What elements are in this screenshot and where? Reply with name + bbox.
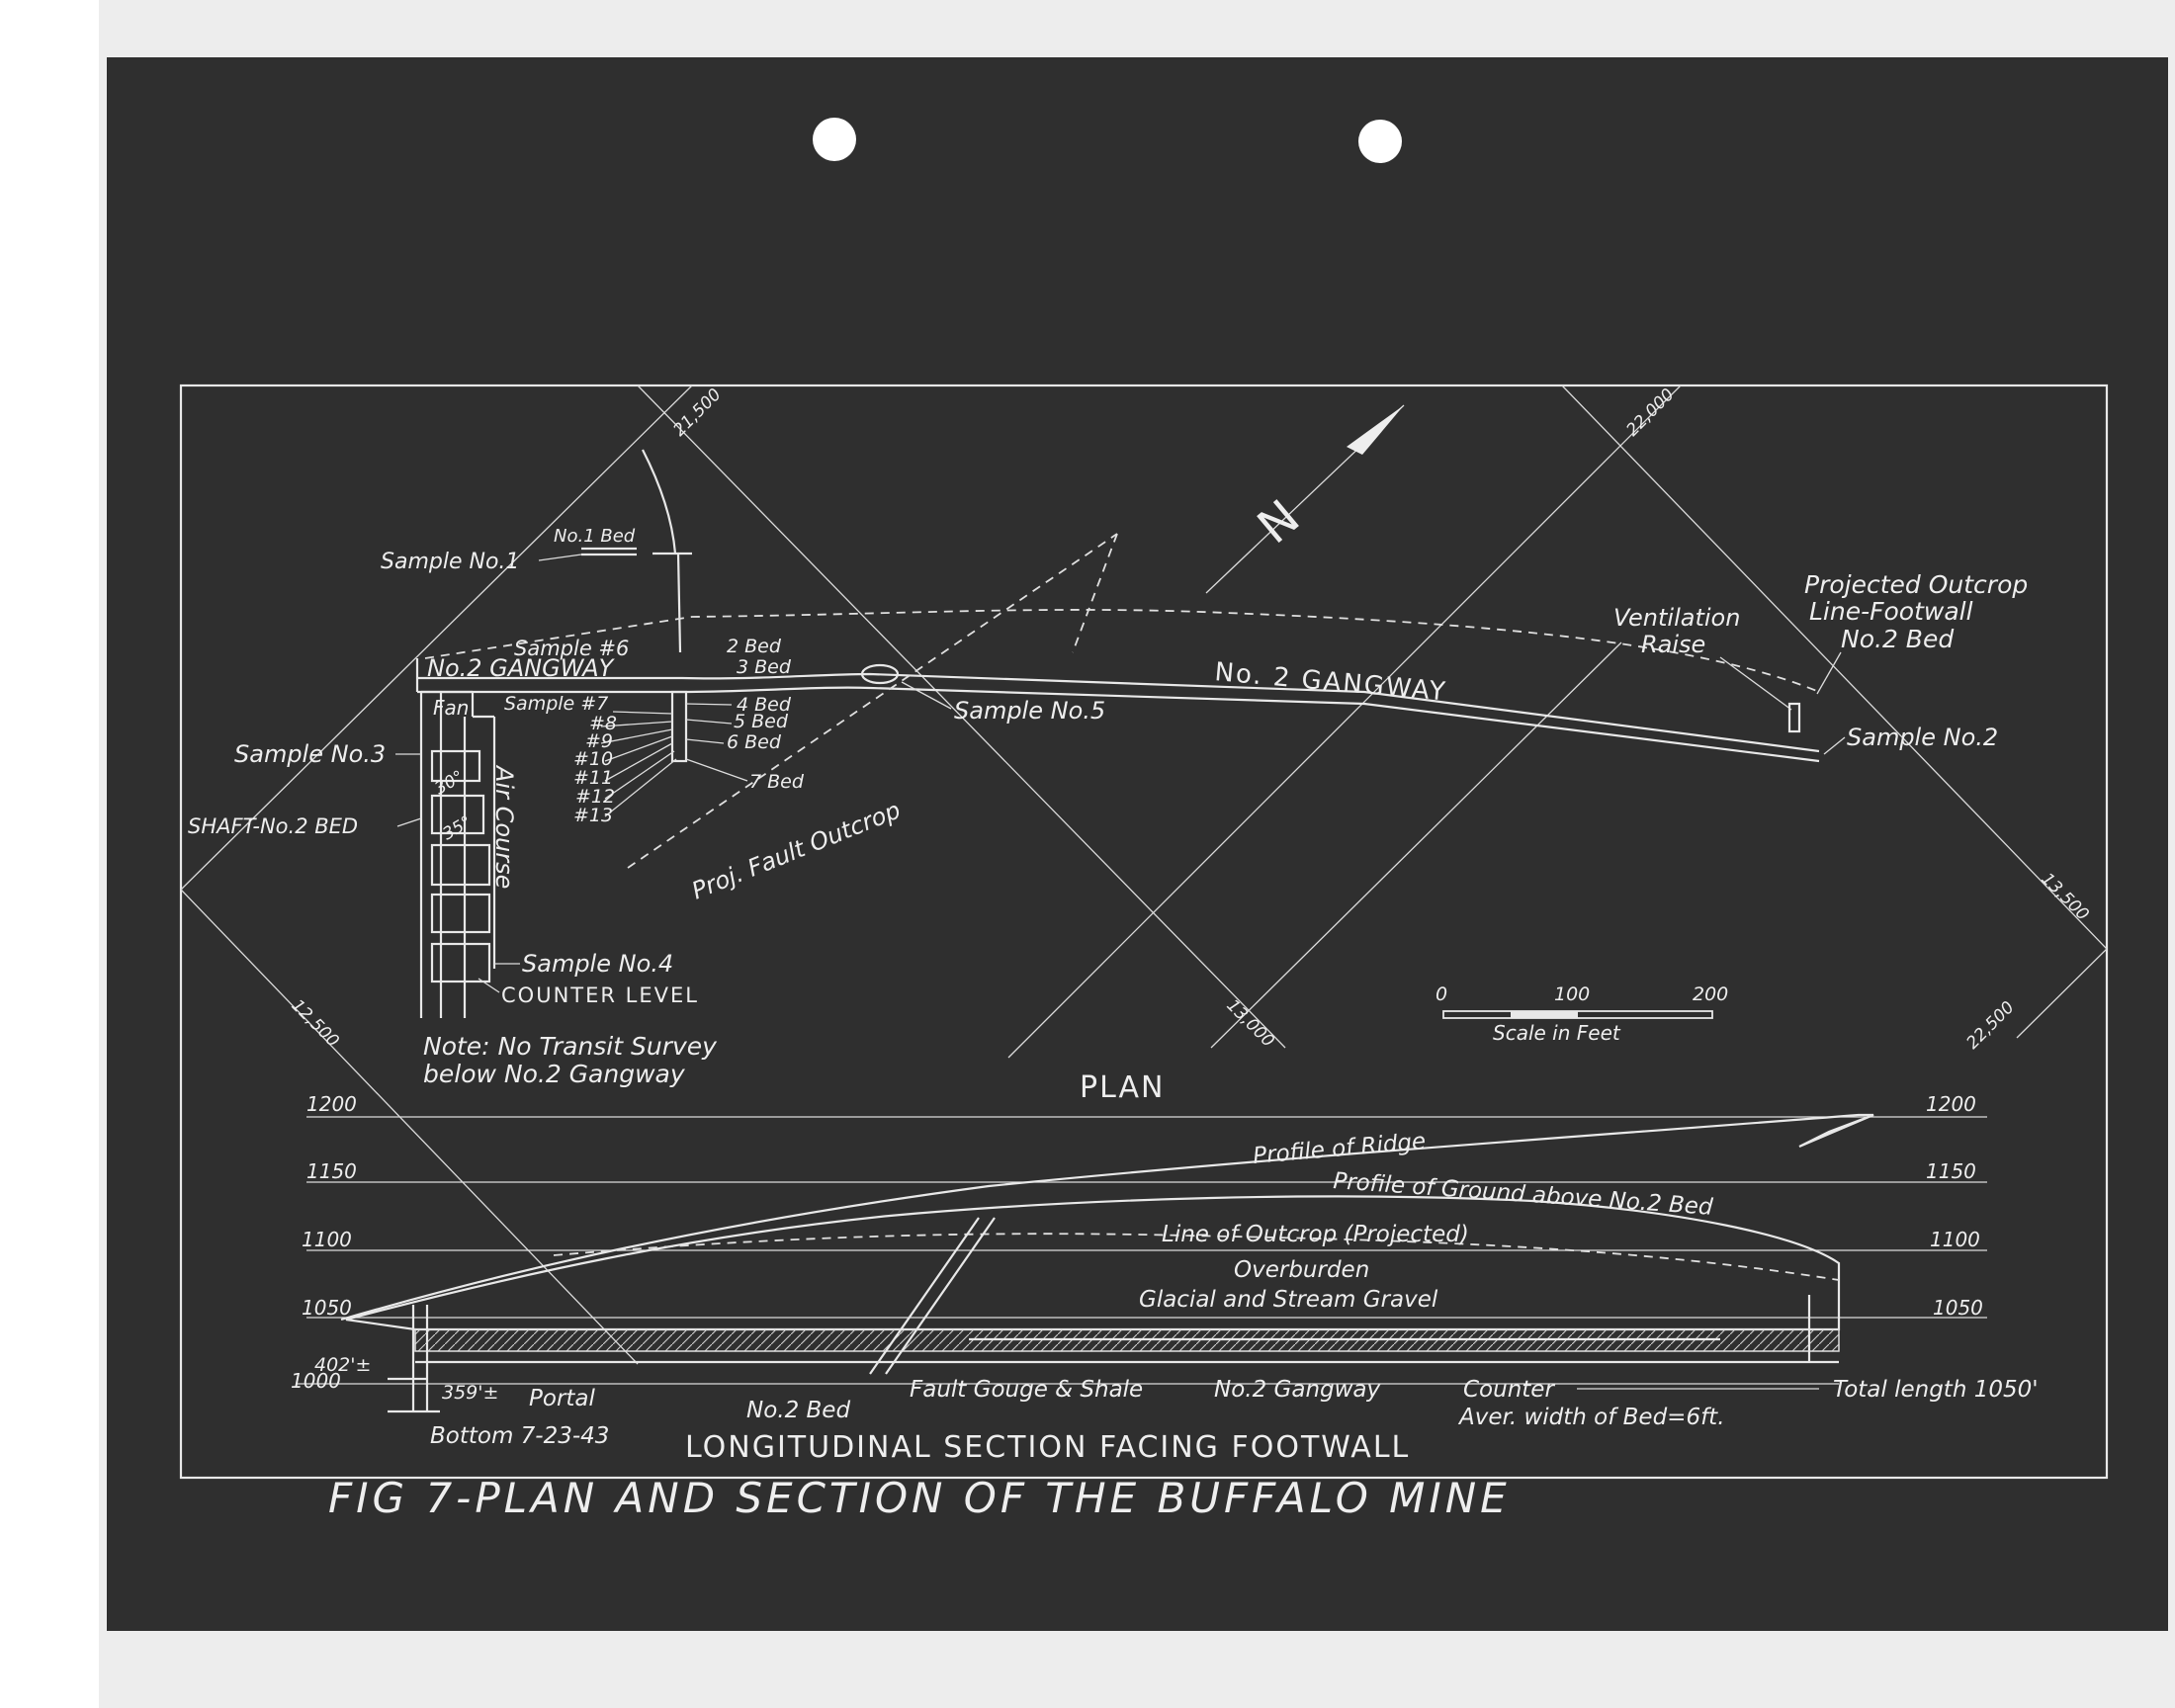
scale-bar: 0 100 200 Scale in Feet <box>1436 983 1728 1045</box>
section-title: LONGITUDINAL SECTION FACING FOOTWALL <box>685 1430 1410 1465</box>
beds-crosscut <box>670 690 688 763</box>
sample4-label: Sample No.4 <box>522 950 673 978</box>
outcrop-label-line2: Line-Footwall <box>1809 597 1973 626</box>
sample10-label: #10 <box>573 748 613 770</box>
gangway-bulge <box>860 663 900 685</box>
bed2-label: 2 Bed <box>727 636 782 657</box>
counter-level-label: COUNTER LEVEL <box>501 983 699 1007</box>
bed3-label: 3 Bed <box>737 656 792 678</box>
outcrop-label-line1: Projected Outcrop <box>1804 570 2028 599</box>
grid-label-22000: 22,000 <box>1622 384 1678 440</box>
ridge-profile <box>340 1113 1874 1322</box>
raise-label: Raise <box>1641 631 1705 658</box>
portal-label: Portal <box>529 1386 596 1411</box>
no1-bed-drift <box>581 449 692 653</box>
elev-right-1200: 1200 <box>1926 1092 1976 1116</box>
projected-outcrop-line <box>424 609 1820 693</box>
north-arrow: N <box>1205 404 1405 594</box>
sample-leaders <box>600 703 748 817</box>
no1bed-label: No.1 Bed <box>554 526 636 547</box>
fault-label: Proj. Fault Outcrop <box>688 796 905 904</box>
bed4-label: 4 Bed <box>737 694 792 716</box>
angle-30-label: 30° <box>432 767 468 799</box>
grid-label-12500: 12,500 <box>287 995 342 1051</box>
sample5-label: Sample No.5 <box>954 697 1105 725</box>
shaft-and-air-course <box>415 658 496 1018</box>
grid-label-13500: 13,500 <box>2037 869 2092 924</box>
sample7-label: Sample #7 <box>504 693 608 715</box>
scale-tick-0: 0 <box>1436 983 1447 1005</box>
scale-tick-100: 100 <box>1554 983 1590 1005</box>
scan-margin <box>0 0 99 1708</box>
ridge-label: Profile of Ridge <box>1252 1129 1427 1169</box>
bottom-label: Bottom 7-23-43 <box>430 1423 609 1449</box>
shaft-label: SHAFT-No.2 BED <box>188 814 358 838</box>
overburden-gravel <box>345 1195 1841 1331</box>
elev-left-1050: 1050 <box>302 1296 352 1320</box>
sample9-label: #9 <box>585 730 613 752</box>
elev-right-1050: 1050 <box>1933 1296 1983 1320</box>
note-line1: Note: No Transit Survey <box>423 1032 718 1061</box>
plan-title: PLAN <box>1080 1070 1165 1105</box>
punch-hole-left <box>813 118 856 161</box>
angle-35-label: 35° <box>440 812 476 844</box>
bed5-label: 5 Bed <box>734 711 789 732</box>
bed6-label: 6 Bed <box>727 731 782 753</box>
elev-left-1150: 1150 <box>306 1159 357 1183</box>
punch-hole-right <box>1358 120 1402 163</box>
ventilation-label: Ventilation <box>1613 604 1740 632</box>
elev-left-1000: 1000 <box>291 1369 341 1393</box>
outcrop-projected-line <box>553 1233 1840 1281</box>
gangway-left-label: No.2 GANGWAY <box>427 654 616 682</box>
figure-frame <box>179 384 2109 1480</box>
scale-label: Scale in Feet <box>1493 1021 1621 1045</box>
elev-right-1150: 1150 <box>1926 1159 1976 1183</box>
grid-label-21500: 21,500 <box>669 384 725 440</box>
counter-label: Counter <box>1463 1377 1555 1403</box>
sample3-label: Sample No.3 <box>234 740 386 768</box>
elev-right-1100: 1100 <box>1930 1228 1980 1251</box>
figure-title: FIG 7-PLAN AND SECTION OF THE BUFFALO MI… <box>328 1474 1511 1522</box>
grid-label-13000: 13,000 <box>1222 995 1277 1051</box>
fault-zone <box>869 1217 996 1375</box>
gangway-north-wall <box>417 672 1820 753</box>
outcrop-projected-label: Line of Outcrop (Projected) <box>1162 1222 1469 1247</box>
plan-view: 21,500 22,000 12,500 13,000 13,500 22,50… <box>181 384 2107 1365</box>
sample2-label: Sample No.2 <box>1847 724 1998 751</box>
gangway-south-wall <box>417 686 1820 763</box>
total-length-label: Total length 1050' <box>1833 1377 2039 1403</box>
aircourse-label: Air Course <box>490 764 518 889</box>
longitudinal-section: 1200 1150 1100 1050 1000 1200 1150 1100 … <box>291 1092 2039 1465</box>
sample12-label: #12 <box>575 786 615 808</box>
depth-359-label: 359'± <box>442 1382 498 1404</box>
sample13-label: #13 <box>573 805 613 826</box>
ventilation-raise <box>1787 702 1801 733</box>
coordinate-grid <box>181 385 2107 1365</box>
elev-left-1200: 1200 <box>306 1092 357 1116</box>
sample1-label: Sample No.1 <box>381 550 519 574</box>
depth-402-label: 402'± <box>314 1354 371 1376</box>
bed7-label: 7 Bed <box>749 771 805 793</box>
section-shaft <box>388 1295 1811 1413</box>
elev-left-1100: 1100 <box>302 1228 352 1251</box>
no2gangway-label: No.2 Gangway <box>1214 1377 1381 1403</box>
outcrop-label-line3: No.2 Bed <box>1841 625 1954 653</box>
sample6-label: Sample #6 <box>514 637 629 660</box>
sample8-label: #8 <box>589 713 617 734</box>
fault-gouge-label: Fault Gouge & Shale <box>910 1377 1143 1403</box>
fault-outcrop-line <box>627 533 1118 869</box>
grid-label-22500: 22,500 <box>1962 997 2018 1053</box>
fan-label: Fan <box>433 696 469 720</box>
note-line2: below No.2 Gangway <box>423 1060 686 1088</box>
gravel-label: Glacial and Stream Gravel <box>1139 1287 1438 1313</box>
aver-width-label: Aver. width of Bed=6ft. <box>1457 1405 1725 1430</box>
no2bed-label: No.2 Bed <box>746 1398 850 1423</box>
overburden-label: Overburden <box>1234 1257 1369 1283</box>
scale-tick-200: 200 <box>1693 983 1728 1005</box>
ground-label: Profile of Ground above No.2 Bed <box>1333 1168 1714 1221</box>
sample11-label: #11 <box>573 767 613 789</box>
